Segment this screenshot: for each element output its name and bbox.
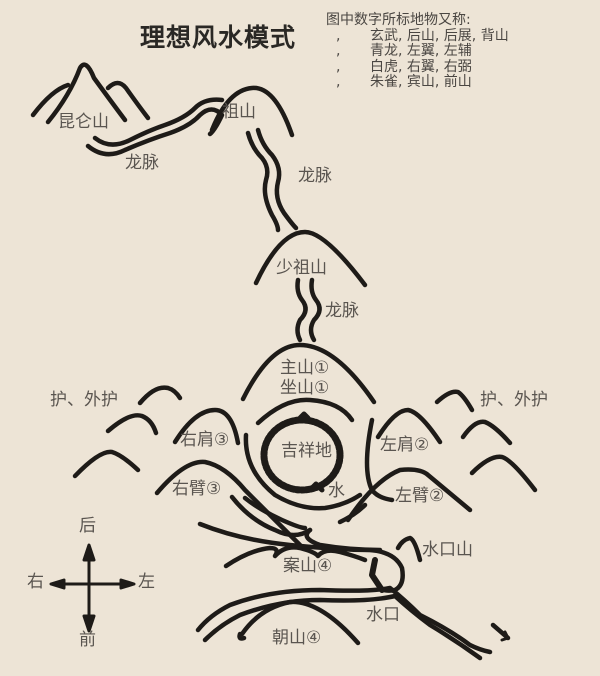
zushan-mountain bbox=[209, 85, 295, 138]
inner-arc bbox=[255, 397, 355, 426]
page-title: 理想风水模式 bbox=[140, 23, 297, 52]
label-shaozushan: 少祖山 bbox=[276, 258, 327, 278]
dragon-vein-1 bbox=[85, 97, 225, 157]
label-kunlun: 昆仑山 bbox=[58, 112, 109, 132]
zuobi-mountain bbox=[345, 467, 473, 523]
shuikou-channel bbox=[195, 521, 511, 661]
label-youbi: 右臂③ bbox=[172, 479, 222, 499]
label-shui: 水 bbox=[328, 481, 345, 501]
shaozushan-mountain bbox=[253, 229, 368, 288]
compass-label-back: 后 bbox=[79, 516, 96, 536]
compass-label-left: 左 bbox=[138, 572, 155, 592]
compass-label-right: 右 bbox=[27, 572, 44, 592]
legend-text: 朱雀, 宾山, 前山 bbox=[370, 74, 472, 90]
legend: 图中数字所标地物又称: ,玄武, 后山, 后展, 背山 ,青龙, 左翼, 左辅 … bbox=[326, 12, 509, 91]
youbi-mountain bbox=[154, 459, 303, 548]
legend-row: , 玄武, 后山, 后展, 背山 bbox=[326, 27, 509, 45]
right-protection-hills bbox=[434, 389, 538, 493]
chaoshan-hook bbox=[237, 631, 247, 641]
kunlun-mountains bbox=[30, 62, 151, 125]
label-longmai-2: 龙脉 bbox=[298, 166, 332, 186]
dragon-vein-3 bbox=[295, 277, 322, 343]
legend-num: , bbox=[336, 58, 341, 75]
label-youjian: 右肩③ bbox=[180, 430, 230, 450]
legend-num: , bbox=[336, 27, 341, 44]
zuojian-mountain bbox=[375, 407, 443, 445]
legend-num: , bbox=[336, 43, 341, 59]
youjian-mountain bbox=[172, 407, 241, 446]
chaoshan-mountain bbox=[239, 599, 361, 646]
label-zuobi: 左臂② bbox=[395, 486, 445, 506]
legend-row: , 青龙, 左翼, 左辅 bbox=[326, 43, 509, 60]
label-zuojian: 左肩② bbox=[380, 435, 430, 455]
legend-text: 白虎, 右翼, 右弼 bbox=[370, 58, 472, 75]
compass bbox=[49, 543, 136, 633]
legend-num: , bbox=[336, 74, 341, 90]
label-shuikoushan: 水口山 bbox=[422, 540, 473, 560]
label-longmai-3: 龙脉 bbox=[325, 301, 359, 321]
label-protection-left: 护、外护 bbox=[50, 390, 118, 410]
label-zhushan: 主山① bbox=[280, 358, 330, 378]
label-anshan: 案山④ bbox=[283, 556, 333, 576]
legend-text: 玄武, 后山, 后展, 背山 bbox=[370, 27, 509, 44]
label-longmai-1: 龙脉 bbox=[125, 153, 159, 173]
jixiangdi-ring bbox=[260, 411, 344, 494]
legend-text: 青龙, 左翼, 左辅 bbox=[370, 43, 472, 59]
label-zushan: 祖山 bbox=[222, 102, 256, 122]
legend-row: , 白虎, 右翼, 右弼 bbox=[326, 58, 509, 76]
label-jixiangdi: 吉祥地 bbox=[281, 441, 332, 461]
left-protection-hills bbox=[72, 385, 183, 479]
label-shuikou: 水口 bbox=[366, 605, 400, 625]
label-chaoshan: 朝山④ bbox=[272, 628, 322, 648]
legend-heading: 图中数字所标地物又称: bbox=[326, 12, 471, 28]
label-protection-right: 护、外护 bbox=[480, 390, 548, 410]
zhushan-mountain bbox=[240, 342, 377, 405]
legend-row: , 朱雀, 宾山, 前山 bbox=[326, 74, 509, 91]
label-zuoshan: 坐山① bbox=[280, 378, 330, 398]
dragon-vein-2 bbox=[245, 127, 299, 233]
compass-label-front: 前 bbox=[79, 630, 96, 650]
